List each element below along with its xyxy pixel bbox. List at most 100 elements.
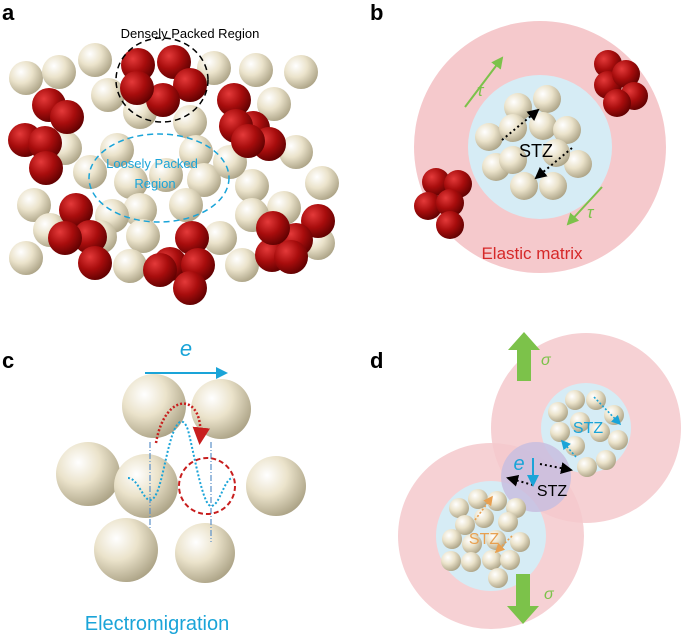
atom-jump-arrow xyxy=(154,402,210,445)
panel-b-light-atom xyxy=(510,172,538,200)
panel-b-light-atom xyxy=(499,114,527,142)
tau-label-bottom: τ xyxy=(587,203,595,222)
panel-a-dark-atom xyxy=(73,220,107,254)
panel-d-light-atom xyxy=(462,534,482,554)
panel-d-light-atom xyxy=(608,430,628,450)
panel-d-light-atom xyxy=(565,436,585,456)
lower-stz-arrow-1 xyxy=(474,495,493,521)
panel-b-light-atom xyxy=(553,116,581,144)
panel-d-light-atom xyxy=(498,512,518,532)
lower-stz-label: STZ xyxy=(469,531,499,548)
panel-c-light-atom xyxy=(56,442,120,506)
panel-a-light-atom xyxy=(257,87,291,121)
panel-a-dark-atom xyxy=(50,100,84,134)
panel-a-label: a xyxy=(2,0,15,25)
panel-d-light-atom xyxy=(570,412,590,432)
panel-b-light-atom xyxy=(542,139,570,167)
panel-a-dark-atom xyxy=(173,68,207,102)
panel-a-dark-atom xyxy=(146,83,180,117)
panel-d: d STZ STZ STZ e σ σ xyxy=(370,332,681,629)
panel-d-light-atom xyxy=(500,550,520,570)
panel-d-light-atom xyxy=(441,551,461,571)
panel-c-label: c xyxy=(2,348,14,373)
panel-a-dark-atom xyxy=(120,71,154,105)
panel-a-dark-atom xyxy=(274,240,308,274)
panel-a-light-atom xyxy=(113,249,147,283)
panel-c-light-atom xyxy=(191,379,251,439)
panel-b: b STZ τ τ Elastic matrix xyxy=(370,0,666,273)
stz-zone xyxy=(468,75,612,219)
panel-a-dark-atom xyxy=(217,83,251,117)
panel-d-light-atom xyxy=(482,550,502,570)
panel-d-light-atom xyxy=(449,498,469,518)
sigma-label-top: σ xyxy=(541,352,552,369)
panel-d-light-atom xyxy=(590,422,610,442)
loose-region-outline xyxy=(88,133,230,223)
panel-a-light-atom xyxy=(203,221,237,255)
panel-b-light-atom xyxy=(475,123,503,151)
vacancy-site xyxy=(178,457,236,515)
tensile-arrow-up xyxy=(508,332,540,381)
panel-d-light-atom xyxy=(550,422,570,442)
panel-a-light-atom xyxy=(279,135,313,169)
panel-d-light-atom xyxy=(565,390,585,410)
panel-d-light-atom xyxy=(474,508,494,528)
panel-a-atoms xyxy=(8,43,339,305)
panel-b-stz-label: STZ xyxy=(519,141,553,161)
tau-label-top: τ xyxy=(477,81,485,100)
panel-a-light-atom xyxy=(225,248,259,282)
electron-symbol: e xyxy=(180,336,192,361)
electromigration-caption: Electromigration xyxy=(85,613,230,635)
panel-a: a Densely Packed Region Loosely Packed R… xyxy=(2,0,339,305)
panel-d-light-atom xyxy=(442,529,462,549)
panel-c: c e Electromigration xyxy=(2,336,306,635)
panel-d-light-atom xyxy=(577,457,597,477)
panel-a-light-atom xyxy=(100,133,134,167)
center-stz-arrow-1 xyxy=(539,462,573,474)
panel-d-light-atom xyxy=(604,405,624,425)
panel-d-atoms xyxy=(441,390,628,588)
panel-a-dark-atom xyxy=(301,204,335,238)
panel-a-light-atom xyxy=(284,55,318,89)
panel-b-dark-atom xyxy=(414,192,442,220)
panel-c-atoms xyxy=(56,374,306,583)
panel-b-dark-atom xyxy=(436,189,464,217)
panel-a-light-atom xyxy=(114,165,148,199)
panel-a-light-atom xyxy=(91,78,125,112)
panel-b-atoms xyxy=(414,50,648,239)
panel-b-label: b xyxy=(370,0,383,25)
panel-c-light-atom xyxy=(94,518,158,582)
upper-stz-arrow-2 xyxy=(560,439,577,458)
panel-b-dark-atom xyxy=(436,211,464,239)
shear-arrow-bottom xyxy=(566,186,603,226)
panel-a-dark-atom xyxy=(143,253,177,287)
dense-region-outline xyxy=(115,37,209,123)
panel-a-dark-atom xyxy=(173,271,207,305)
loose-region-label-line2: Region xyxy=(134,176,175,191)
loose-region-label-line1: Loosely Packed xyxy=(106,156,198,171)
panel-c-light-atom xyxy=(175,523,235,583)
panel-d-light-atom xyxy=(510,532,530,552)
panel-b-dark-atom xyxy=(422,168,450,196)
panel-a-dark-atom xyxy=(28,126,62,160)
panel-b-light-atom xyxy=(539,172,567,200)
panel-a-light-atom xyxy=(197,51,231,85)
panel-a-dark-atom xyxy=(59,193,93,227)
center-stz-arrow-2 xyxy=(506,474,534,487)
panel-a-light-atom xyxy=(9,241,43,275)
panel-a-light-atom xyxy=(179,135,213,169)
panel-a-light-atom xyxy=(239,53,273,87)
panel-a-light-atom xyxy=(42,55,76,89)
panel-a-light-atom xyxy=(126,219,160,253)
panel-b-light-atom xyxy=(564,150,592,178)
panel-b-light-atom xyxy=(499,146,527,174)
panel-a-light-atom xyxy=(187,163,221,197)
center-stz-label: STZ xyxy=(537,483,567,500)
panel-a-light-atom xyxy=(78,43,112,77)
panel-d-light-atom xyxy=(586,390,606,410)
panel-a-dark-atom xyxy=(256,211,290,245)
panel-c-light-atom xyxy=(122,374,186,438)
sigma-label-bottom: σ xyxy=(544,586,555,603)
panel-b-dark-atom xyxy=(603,89,631,117)
